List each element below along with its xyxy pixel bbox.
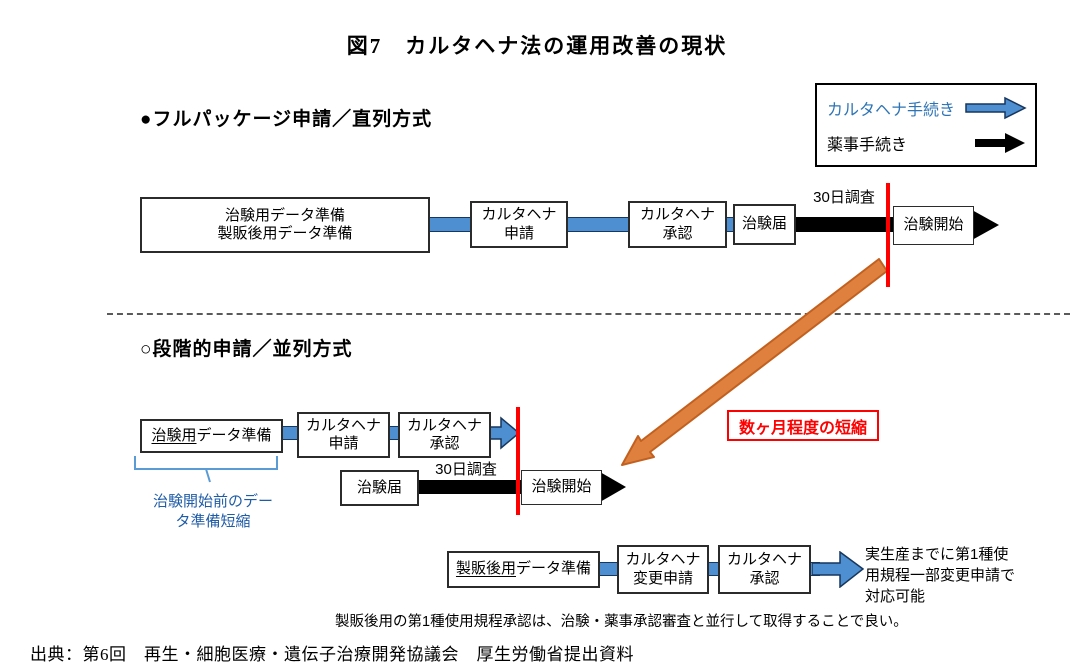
postmarket-approve-line2: 承認 — [749, 569, 780, 587]
section-divider — [107, 313, 1070, 315]
prep-shortening-note-line1: 治験開始前のデー — [152, 493, 273, 510]
serial-prep-box: 治験用データ準備 製販後用データ準備 — [140, 197, 430, 253]
staged-approve-line1: カルタヘナ — [406, 416, 482, 434]
staged-start-box: 治験開始 — [521, 470, 602, 505]
postmarket-prep-rest: データ準備 — [516, 560, 592, 578]
legend-box: カルタヘナ手続き 薬事手続き — [815, 83, 1037, 167]
serial-prep-line2: 製販後用データ準備 — [217, 225, 353, 242]
staged-survey-label: 30日調査 — [435, 461, 497, 478]
staged-milestone-redline — [516, 407, 520, 515]
serial-cartagena-apply-box: カルタヘナ 申請 — [470, 201, 568, 248]
staged-section-heading: ○段階的申請／並列方式 — [140, 339, 353, 360]
staged-notify-label: 治験届 — [356, 478, 402, 496]
legend-pharma-label: 薬事手続き — [827, 137, 908, 154]
serial-notify-label: 治験届 — [741, 215, 787, 233]
staged-cartagena-apply-box: カルタヘナ 申請 — [297, 412, 390, 458]
staged-end-arrowhead-icon — [600, 472, 626, 502]
serial-section-heading: ●フルパッケージ申請／直列方式 — [140, 109, 433, 130]
postmarket-approve-box: カルタヘナ 承認 — [718, 545, 811, 594]
postmarket-prep-box: 製販後用データ準備 — [447, 551, 600, 588]
pharma-arrow-icon — [965, 131, 1027, 155]
legend-row-cartagena: カルタヘナ手続き — [827, 96, 1027, 120]
serial-cartagena-approve-box: カルタヘナ 承認 — [628, 201, 727, 248]
postmarket-result-line2: 用規程一部変更申請で — [865, 567, 1016, 584]
source-line: 出典：第6回 再生・細胞医療・遺伝子治療開発協議会 厚生労働省提出資料 — [30, 645, 634, 664]
staged-prep-box: 治験用データ準備 — [140, 419, 283, 453]
staged-start-label: 治験開始 — [531, 478, 592, 496]
serial-approve-line2: 承認 — [662, 224, 693, 242]
figure-title: 図7 カルタヘナ法の運用改善の現状 — [346, 34, 728, 58]
serial-apply-line1: カルタヘナ — [481, 206, 557, 224]
staged-cartagena-approve-box: カルタヘナ 承認 — [398, 412, 491, 458]
staged-notify-box: 治験届 — [340, 470, 419, 506]
serial-approve-line1: カルタヘナ — [639, 206, 715, 224]
prep-shortening-note: 治験開始前のデー タ準備短縮 — [128, 492, 298, 531]
serial-end-arrowhead-icon — [972, 210, 999, 240]
staged-apply-line1: カルタヘナ — [305, 416, 381, 434]
serial-milestone-redline — [886, 183, 890, 287]
staged-cartagena-arrowhead-icon — [486, 416, 520, 450]
shorten-callout: 数ヶ月程度の短縮 — [727, 410, 879, 441]
postmarket-result-line1: 実生産までに第1種使 — [865, 546, 1009, 563]
postmarket-prep-label: 製販後用データ準備 — [456, 560, 591, 578]
staged-prep-label: 治験用データ準備 — [151, 427, 271, 445]
footnote: 製販後用の第1種使用規程承認は、治験・薬事承認審査と並行して取得することで良い。 — [335, 614, 908, 630]
postmarket-change-apply-box: カルタヘナ 変更申請 — [617, 545, 709, 594]
legend-row-pharma: 薬事手続き — [827, 131, 1027, 155]
serial-start-box: 治験開始 — [893, 206, 974, 245]
serial-notify-box: 治験届 — [733, 204, 796, 245]
staged-prep-rest: データ準備 — [196, 426, 272, 444]
postmarket-end-arrow-icon — [812, 551, 864, 588]
prep-brace-icon — [133, 456, 279, 484]
legend-cartagena-label: カルタヘナ手続き — [827, 102, 956, 119]
postmarket-result-line3: 対応可能 — [865, 588, 926, 605]
postmarket-change-apply-line2: 変更申請 — [632, 569, 693, 587]
cartagena-arrow-icon — [965, 96, 1027, 120]
serial-prep-line1: 治験用データ準備 — [224, 206, 345, 224]
staged-apply-line2: 申請 — [328, 435, 359, 452]
staged-prep-underlined: 治験用 — [151, 426, 197, 444]
postmarket-change-apply-line1: カルタヘナ — [625, 551, 701, 569]
shorten-arrow — [600, 250, 900, 480]
postmarket-result-text: 実生産までに第1種使 用規程一部変更申請で 対応可能 — [865, 544, 1074, 607]
staged-approve-line2: 承認 — [429, 435, 460, 452]
serial-start-label: 治験開始 — [903, 216, 964, 234]
serial-apply-line2: 申請 — [503, 224, 534, 242]
serial-survey-label: 30日調査 — [813, 189, 875, 206]
postmarket-approve-line1: カルタヘナ — [726, 551, 802, 569]
postmarket-prep-underlined: 製販後用 — [455, 560, 516, 578]
prep-shortening-note-line2: タ準備短縮 — [175, 512, 251, 530]
